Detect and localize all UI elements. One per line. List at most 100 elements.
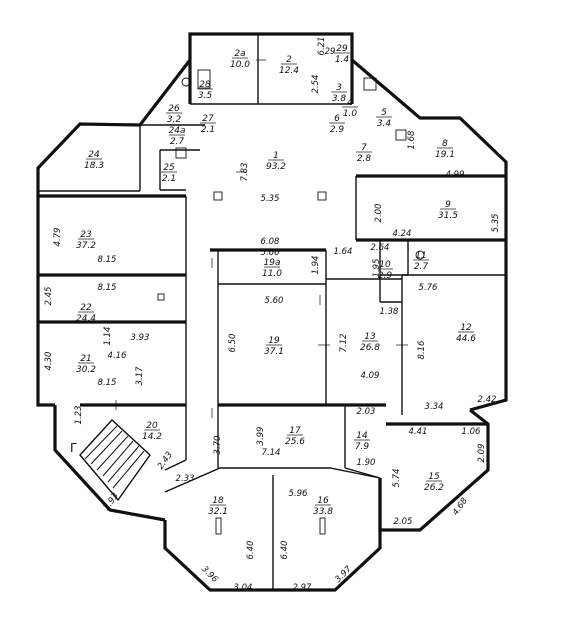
room-area: 37.1	[264, 347, 284, 357]
dimension-label: 8.15	[98, 255, 117, 265]
room-number: 24	[88, 150, 100, 160]
room-area: 3.5	[198, 91, 213, 101]
room-area: 2.9	[378, 271, 393, 281]
room-number: 26	[168, 104, 180, 114]
room-number: 11	[415, 251, 426, 261]
dimension-label: 1.68	[407, 130, 417, 150]
dimension-label: 6.40	[246, 541, 256, 560]
interior-walls	[38, 124, 506, 590]
dimension-label: 5.76	[419, 283, 439, 293]
dimension-label: 5.35	[491, 214, 501, 233]
dimension-label: 1.14	[103, 327, 113, 346]
room-label-3: 33.8	[331, 83, 347, 104]
dimension-label: 1.06	[462, 427, 482, 437]
outer-walls	[36, 32, 508, 592]
dimension-label: 3.93	[131, 333, 150, 343]
room-number: 23	[80, 230, 92, 240]
room-area: 24.4	[76, 314, 96, 324]
room-label-9: 931.5	[438, 200, 458, 221]
room-number: 3	[336, 83, 342, 93]
dimension-label: 7.83	[240, 163, 250, 182]
room-label-27: 272.1	[200, 114, 216, 135]
dimension-label: 2.05	[394, 517, 413, 527]
room-number: 9	[445, 200, 451, 210]
dimension-label: 3.99	[256, 427, 266, 446]
dimension-label: 1.23	[74, 406, 84, 425]
dimension-label: 2.33	[176, 474, 195, 484]
room-area: 3.2	[167, 115, 182, 125]
dimension-label: 1.94	[311, 256, 321, 275]
dimension-label: 2.93	[102, 491, 121, 512]
room-number: 5	[381, 108, 387, 118]
dimension-label: 3.70	[213, 436, 223, 455]
room-area: 25.6	[285, 437, 305, 447]
dimension-label: 8.15	[98, 283, 117, 293]
dimension-label: 2.42	[478, 395, 497, 405]
room-area: 10.0	[230, 60, 250, 70]
room-number: 27	[202, 114, 214, 124]
dimension-label: 1.38	[380, 307, 400, 317]
room-number: 15	[428, 472, 440, 482]
room-area: 26.8	[360, 343, 380, 353]
room-area: 2.1	[201, 125, 215, 135]
dimension-label: 6.50	[228, 334, 238, 353]
dimension-label: 2.03	[357, 407, 376, 417]
dimension-label: 5.74	[392, 469, 402, 488]
dimension-label: 1.95	[372, 259, 382, 278]
room-number: 2a	[234, 49, 245, 59]
dimension-label: 6.40	[280, 541, 290, 560]
dimension-label: 2.64	[371, 243, 390, 253]
dimension-label: 4.24	[393, 229, 412, 239]
dimension-label: 1.64	[334, 247, 353, 257]
room-label-10: 102.9	[377, 260, 393, 281]
room-area: 7.9	[355, 442, 370, 452]
room-area: 19.1	[435, 150, 455, 160]
room-number: 6	[334, 114, 340, 124]
dimension-label: 4.79	[53, 228, 63, 247]
dimension-label: 2.00	[374, 204, 384, 223]
room-area: 18.3	[84, 161, 104, 171]
room-number: 24a	[169, 126, 186, 136]
room-area: 44.6	[456, 334, 476, 344]
room-number: 7	[361, 143, 367, 153]
room-number: 4	[347, 98, 353, 108]
room-label-4: 41.0	[342, 98, 358, 119]
room-area: 11.0	[262, 269, 282, 279]
room-area: 1.4	[335, 55, 350, 65]
dimension-label: 29	[325, 47, 336, 57]
dimension-label: 7.12	[339, 334, 349, 353]
dimension-label: 8.15	[98, 378, 117, 388]
dimension-label: 5.66	[261, 248, 281, 258]
room-label-25: 252.1	[161, 163, 177, 184]
room-label-8: 819.1	[435, 139, 455, 160]
dimension-label: 3.17	[135, 366, 145, 386]
dimension-label: 3.34	[425, 402, 444, 412]
room-number: 25	[163, 163, 175, 173]
room-number: 19a	[264, 258, 281, 268]
dimension-label: 4.99	[446, 170, 465, 180]
dimension-label: 8.16	[417, 340, 427, 360]
dimension-label: 7.14	[262, 448, 281, 458]
room-area: 14.2	[142, 432, 162, 442]
room-number: 1	[273, 151, 279, 161]
room-area: 3.4	[377, 119, 392, 129]
dimension-label: 3.04	[234, 583, 253, 593]
room-number: 17	[289, 426, 301, 436]
room-label-1: 193.2	[266, 151, 286, 172]
room-area: 12.4	[279, 66, 299, 76]
room-label-29: 291.4	[334, 44, 350, 65]
dimension-label: 4.41	[409, 427, 428, 437]
dimension-ticks	[115, 59, 408, 418]
